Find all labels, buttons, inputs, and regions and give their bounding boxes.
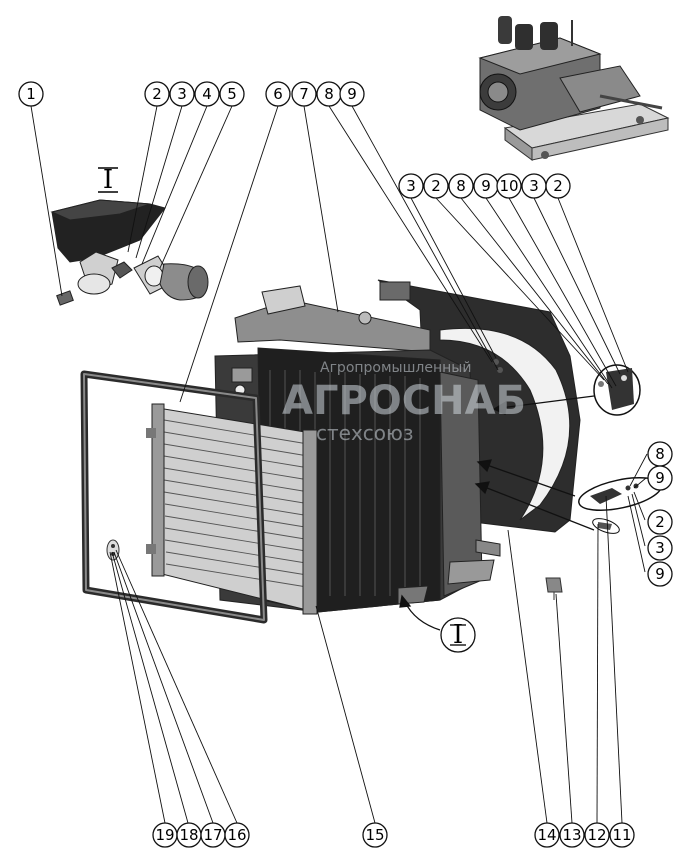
tractor-thumbnail — [478, 16, 670, 161]
svg-text:8: 8 — [655, 445, 665, 463]
callout-9-right: 9 — [473, 173, 499, 199]
svg-text:16: 16 — [227, 826, 246, 844]
callout-1: 1 — [18, 81, 44, 107]
svg-text:15: 15 — [365, 826, 384, 844]
charge-air-cooler — [146, 403, 318, 615]
svg-text:1: 1 — [26, 85, 36, 103]
view-mark-top: I — [98, 165, 118, 195]
callout-5: 5 — [219, 81, 245, 107]
svg-text:2: 2 — [655, 513, 665, 531]
svg-text:6: 6 — [273, 85, 283, 103]
callout-3: 3 — [169, 81, 195, 107]
svg-text:8: 8 — [456, 177, 466, 195]
callout-8-side: 8 — [647, 441, 673, 467]
view-mark-top-label: I — [103, 165, 113, 195]
callout-15: 15 — [362, 822, 388, 848]
watermark: Агропромышленный АГРОСНАБ стехсоюз — [282, 360, 526, 445]
callout-2: 2 — [144, 81, 170, 107]
callout-2-side: 2 — [647, 509, 673, 535]
view-mark-bottom-label: I — [453, 620, 463, 650]
leader-lines — [30, 105, 648, 824]
callout-8-right: 8 — [448, 173, 474, 199]
callout-19: 19 — [152, 822, 178, 848]
callout-11: 11 — [609, 822, 635, 848]
callout-13: 13 — [559, 822, 585, 848]
callout-10: 10 — [496, 173, 522, 199]
seal-frame — [80, 370, 268, 624]
watermark-line3: стехсоюз — [316, 421, 414, 445]
callout-9-side-lower: 9 — [647, 561, 673, 587]
air-duct-assembly — [50, 199, 209, 306]
svg-text:2: 2 — [431, 177, 441, 195]
svg-text:7: 7 — [299, 85, 309, 103]
svg-text:19: 19 — [155, 826, 174, 844]
svg-text:3: 3 — [655, 539, 665, 557]
callouts: 1 2 3 4 5 6 7 8 9 3 2 8 9 10 3 2 8 9 2 3… — [18, 81, 673, 848]
svg-text:12: 12 — [587, 826, 606, 844]
assembly-arrows — [399, 395, 595, 631]
view-mark-bottom: I — [440, 617, 476, 653]
callout-4: 4 — [194, 81, 220, 107]
svg-text:4: 4 — [202, 85, 212, 103]
svg-text:13: 13 — [562, 826, 581, 844]
svg-text:3: 3 — [177, 85, 187, 103]
svg-text:3: 3 — [529, 177, 539, 195]
svg-text:5: 5 — [227, 85, 237, 103]
callout-14: 14 — [534, 822, 560, 848]
watermark-line2: АГРОСНАБ — [282, 378, 526, 424]
svg-text:14: 14 — [537, 826, 556, 844]
svg-text:18: 18 — [179, 826, 198, 844]
callout-8: 8 — [316, 81, 342, 107]
callout-3-right: 3 — [398, 173, 424, 199]
callout-9: 9 — [339, 81, 365, 107]
watermark-line1: Агропромышленный — [320, 360, 471, 376]
callout-16: 16 — [224, 822, 250, 848]
svg-text:9: 9 — [655, 565, 665, 583]
svg-text:11: 11 — [612, 826, 631, 844]
svg-text:10: 10 — [499, 177, 518, 195]
callout-3-side: 3 — [647, 535, 673, 561]
svg-text:2: 2 — [553, 177, 563, 195]
svg-text:8: 8 — [324, 85, 334, 103]
svg-text:17: 17 — [203, 826, 222, 844]
callout-17: 17 — [200, 822, 226, 848]
callout-3-far-right: 3 — [521, 173, 547, 199]
callout-9-side: 9 — [647, 465, 673, 491]
callout-2-right: 2 — [423, 173, 449, 199]
svg-text:2: 2 — [152, 85, 162, 103]
svg-text:9: 9 — [481, 177, 491, 195]
callout-18: 18 — [176, 822, 202, 848]
callout-6: 6 — [265, 81, 291, 107]
svg-text:9: 9 — [347, 85, 357, 103]
svg-text:9: 9 — [655, 469, 665, 487]
svg-text:3: 3 — [406, 177, 416, 195]
callout-12: 12 — [584, 822, 610, 848]
callout-2-far-right: 2 — [545, 173, 571, 199]
callout-7: 7 — [291, 81, 317, 107]
